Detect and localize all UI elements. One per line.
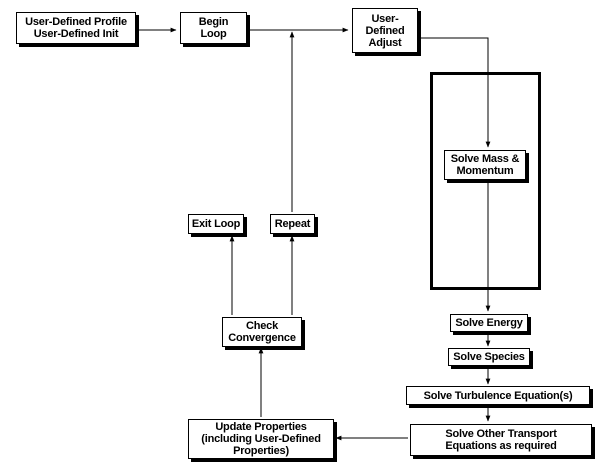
node-solve-turbulence: Solve Turbulence Equation(s)	[406, 386, 590, 405]
node-solve-energy: Solve Energy	[450, 314, 528, 332]
node-label: Begin Loop	[198, 16, 229, 40]
node-user-defined-adjust: User- Defined Adjust	[352, 8, 418, 53]
node-user-defined-profile: User-Defined Profile User-Defined Init	[16, 12, 136, 44]
node-label: Check Convergence	[228, 320, 296, 344]
solver-frame	[430, 72, 541, 290]
node-label: Solve Other Transport Equations as requi…	[445, 428, 557, 452]
node-update-properties: Update Properties (including User-Define…	[188, 419, 334, 459]
node-exit-loop: Exit Loop	[188, 214, 244, 234]
node-label: Solve Turbulence Equation(s)	[423, 389, 573, 402]
node-solve-mass-momentum: Solve Mass & Momentum	[444, 150, 526, 180]
node-label: Update Properties (including User-Define…	[201, 421, 321, 457]
node-label: Solve Species	[453, 351, 525, 363]
node-label: Solve Mass & Momentum	[450, 153, 520, 177]
node-begin-loop: Begin Loop	[180, 12, 247, 44]
node-solve-other-transport: Solve Other Transport Equations as requi…	[410, 424, 592, 456]
edge-adjust-to-solve-mass	[418, 37, 491, 148]
node-label: User-Defined Profile User-Defined Init	[25, 16, 127, 40]
node-check-convergence: Check Convergence	[222, 317, 302, 347]
node-solve-species: Solve Species	[448, 348, 530, 366]
node-label: Repeat	[274, 218, 311, 230]
node-label: Exit Loop	[191, 218, 241, 230]
node-repeat: Repeat	[270, 214, 315, 234]
node-label: Solve Energy	[455, 317, 523, 329]
node-label: User- Defined Adjust	[365, 12, 405, 49]
